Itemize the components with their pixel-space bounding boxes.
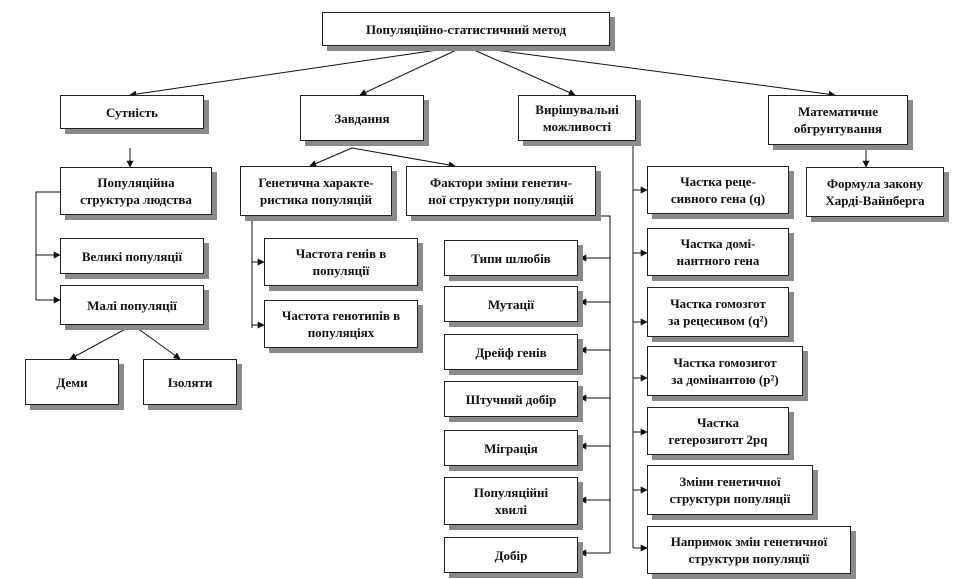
matematychne-box: Математичне обгрунтування: [768, 95, 908, 145]
factor-marriage-types: Типи шлюбів: [444, 240, 578, 276]
factor-genetic-drift: Дрейф генів: [444, 334, 578, 370]
isolates-box: Ізоляти: [143, 359, 237, 405]
title-box: Популяційно-статистичний метод: [322, 12, 610, 46]
factor-artificial-selection: Штучний добір: [444, 381, 578, 417]
capability-heterozygotes: Частка гетерозиготт 2pq: [647, 407, 789, 455]
capability-change-direction: Напримок змін генетичної структури попул…: [647, 526, 851, 574]
capability-recessive-homozygotes: Частка гомозгот за рецесивом (q²): [647, 287, 789, 337]
capability-structure-changes: Зміни генетичної структури популяції: [647, 465, 813, 515]
sutnist-box: Сутність: [60, 95, 204, 129]
genetic-characteristic-box: Генетична характе- ристика популяцій: [240, 166, 392, 216]
capability-dominant-homozygotes: Частка гомозигот за домінантою (p²): [647, 346, 803, 396]
vyrishuvalni-box: Вирішувальні можливості: [518, 95, 636, 141]
capability-recessive-gene: Частка реце- сивного гена (q): [647, 166, 789, 214]
large-populations-box: Великі популяції: [60, 238, 204, 274]
genotype-frequency-box: Частота генотипів в популяціях: [264, 300, 418, 348]
zavdannia-box: Завдання: [300, 95, 424, 141]
demes-box: Деми: [25, 359, 119, 405]
gene-frequency-box: Частота генів в популяції: [264, 238, 418, 286]
hardy-weinberg-formula: Формула закону Харді-Вайнберга: [806, 167, 944, 217]
capability-dominant-gene: Частка домі- нантного гена: [647, 228, 789, 276]
factor-population-waves: Популяційні хвилі: [444, 477, 578, 525]
factor-mutations: Мутації: [444, 286, 578, 322]
factor-selection: Добір: [444, 537, 578, 573]
factors-box: Фактори зміни генетич- ної структури поп…: [406, 166, 596, 216]
factor-migration: Міграція: [444, 430, 578, 466]
population-structure-box: Популяційна структура людства: [60, 167, 212, 215]
small-populations-box: Малі популяції: [60, 285, 204, 325]
